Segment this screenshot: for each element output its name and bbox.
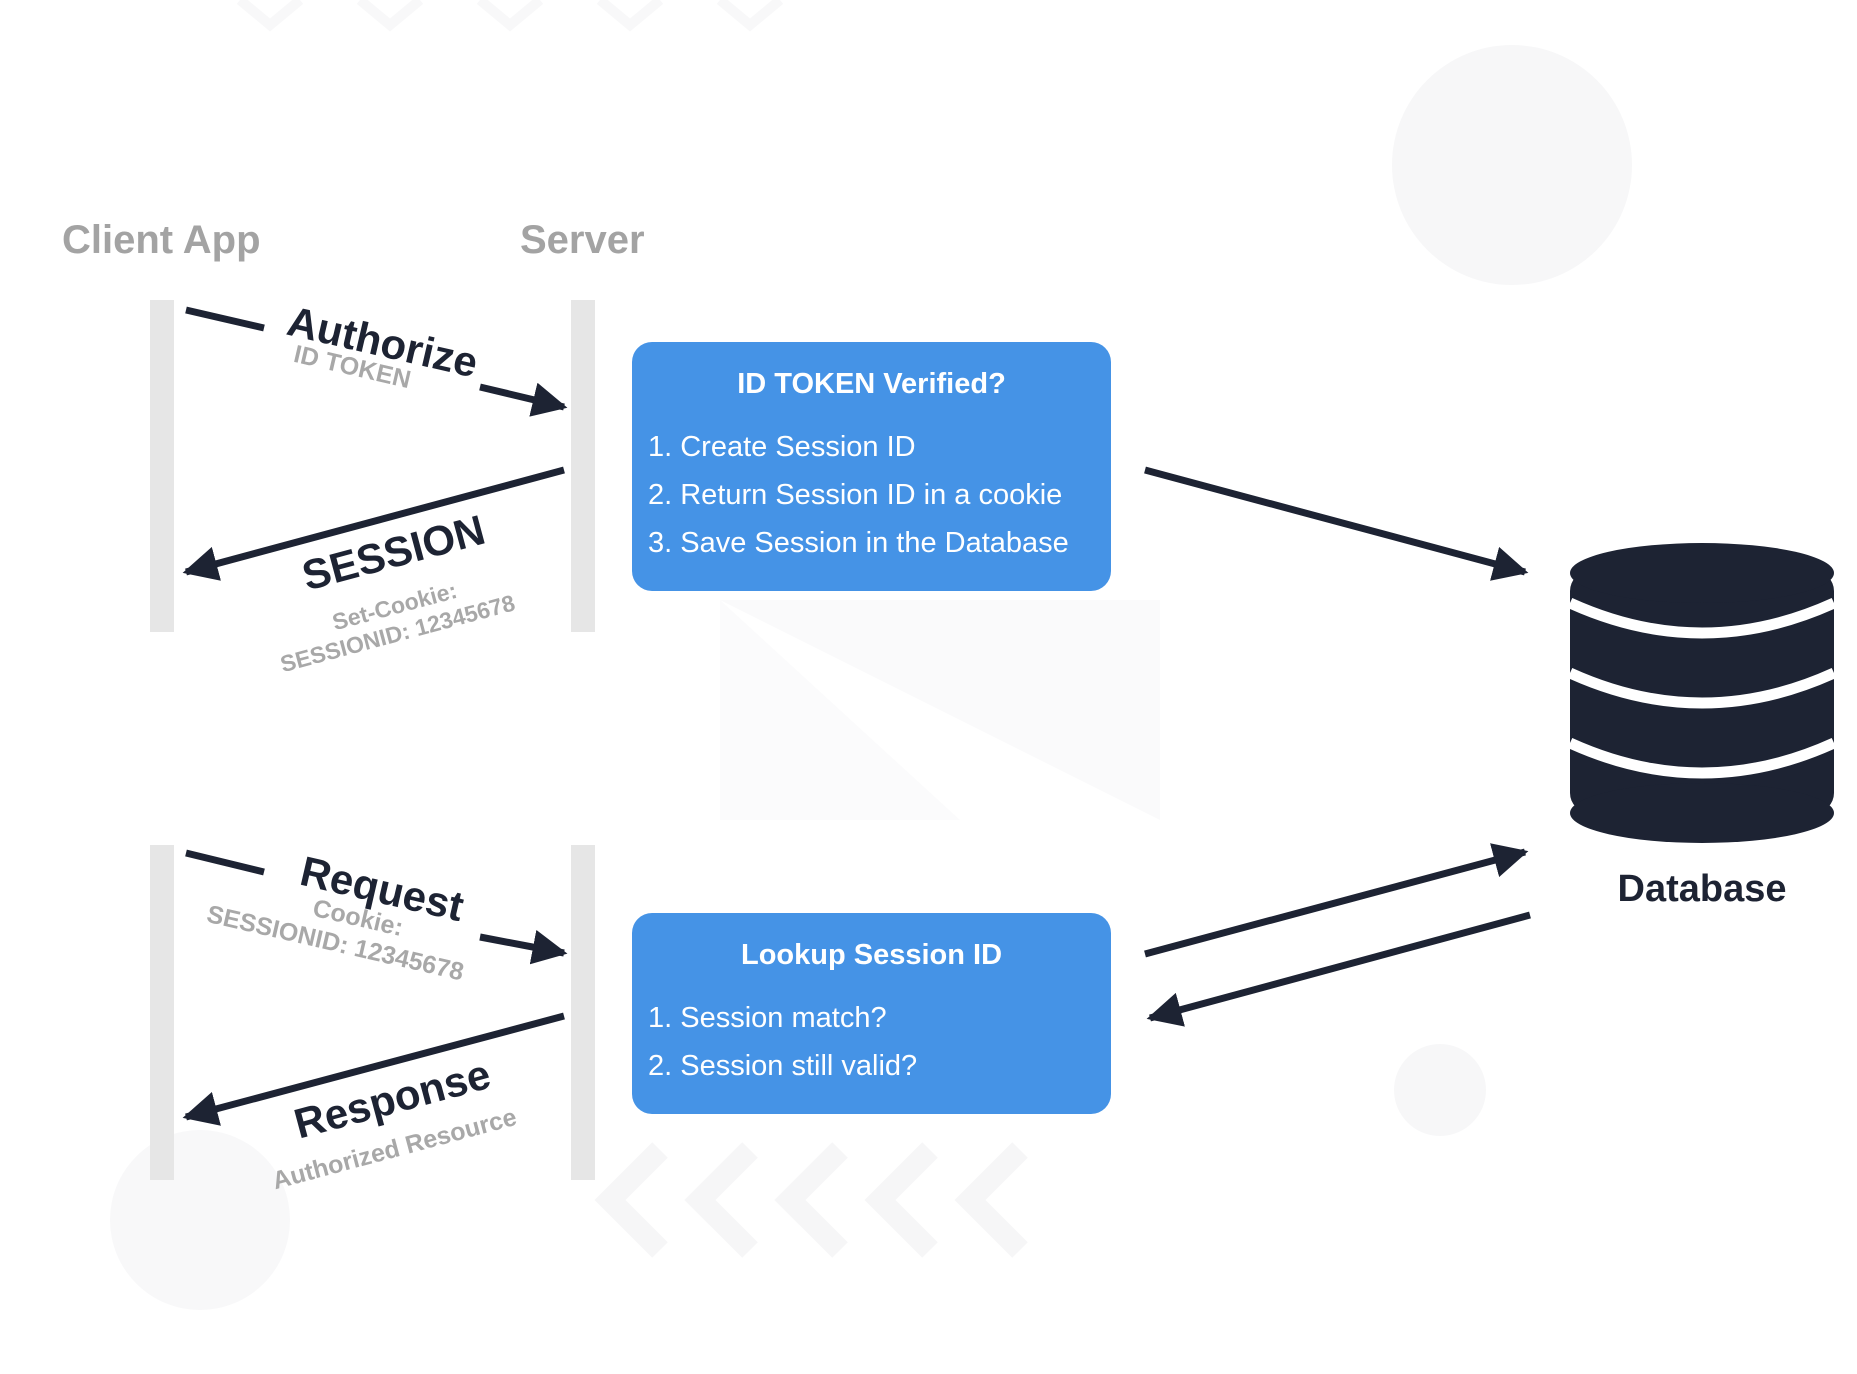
lookup-session-box: Lookup Session ID 1. Session match? 2. S… (632, 913, 1111, 1114)
server-label: Server (520, 218, 645, 262)
box1-title: ID TOKEN Verified? (737, 368, 1006, 400)
session-arrow (182, 466, 565, 581)
box2-item-session-match: 1. Session match? (648, 1002, 887, 1034)
authorize-arrow-segment (185, 306, 265, 332)
server-lifeline-top (571, 300, 595, 632)
database-label: Database (1617, 868, 1787, 910)
client-app-label: Client App (62, 218, 261, 262)
lookup-result-arrow (1146, 911, 1531, 1027)
database-icon (1570, 543, 1834, 843)
save-session-arrow (1144, 466, 1529, 581)
server-lifeline-bottom (571, 845, 595, 1180)
authorize-arrow (479, 382, 568, 417)
response-arrow (182, 1012, 565, 1126)
id-token-verified-box: ID TOKEN Verified? 1. Create Session ID … (632, 342, 1111, 591)
request-arrow (479, 929, 568, 965)
box1-item-save-session: 3. Save Session in the Database (648, 527, 1069, 559)
box1-item-return-cookie: 2. Return Session ID in a cookie (648, 479, 1063, 511)
box2-title: Lookup Session ID (740, 939, 1003, 971)
box2-item-session-valid: 2. Session still valid? (648, 1050, 918, 1082)
client-lifeline-top (150, 300, 174, 632)
client-lifeline-bottom (150, 845, 174, 1180)
lookup-query-arrow (1144, 843, 1529, 958)
box1-item-create-session: 1. Create Session ID (648, 431, 916, 463)
request-arrow-segment (185, 849, 265, 876)
